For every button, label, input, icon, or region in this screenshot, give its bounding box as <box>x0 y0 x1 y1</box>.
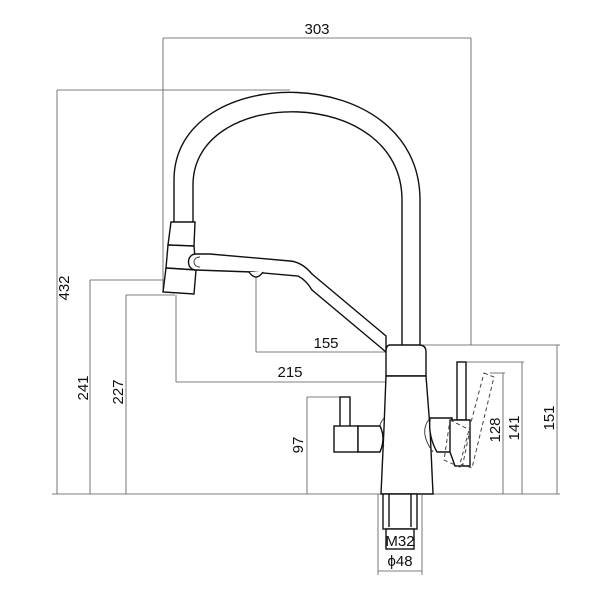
dim-141: 141 <box>465 361 524 494</box>
dim-label-155: 155 <box>313 335 338 352</box>
dim-97: 97 <box>290 396 345 494</box>
dim-151: 151 <box>420 344 560 494</box>
dim-label-128: 128 <box>487 417 504 442</box>
dim-227: 227 <box>110 294 175 494</box>
mixer-lever <box>428 361 495 469</box>
dim-label-151: 151 <box>541 405 558 430</box>
dim-label-d48: ϕ48 <box>387 553 412 570</box>
threaded-shank: M32 ϕ48 <box>377 493 423 575</box>
dim-215: 215 <box>175 295 402 383</box>
dim-label-227: 227 <box>110 379 127 404</box>
dim-303: 303 <box>162 21 472 345</box>
dim-label-m32: M32 <box>385 533 414 550</box>
dim-label-97: 97 <box>290 437 307 454</box>
dim-432: 432 <box>56 89 290 494</box>
gooseneck-spout <box>173 91 421 345</box>
dim-label-303: 303 <box>304 21 329 38</box>
dim-label-241: 241 <box>75 375 92 400</box>
dim-label-215: 215 <box>277 364 302 381</box>
faucet-body <box>378 344 434 495</box>
filter-lever <box>333 396 384 453</box>
dim-155: 155 <box>255 275 402 353</box>
dim-241: 241 <box>75 279 170 494</box>
dim-label-432: 432 <box>56 275 73 300</box>
dim-128: 128 <box>487 372 505 494</box>
filter-spout <box>187 253 387 354</box>
dim-label-141: 141 <box>506 415 523 440</box>
